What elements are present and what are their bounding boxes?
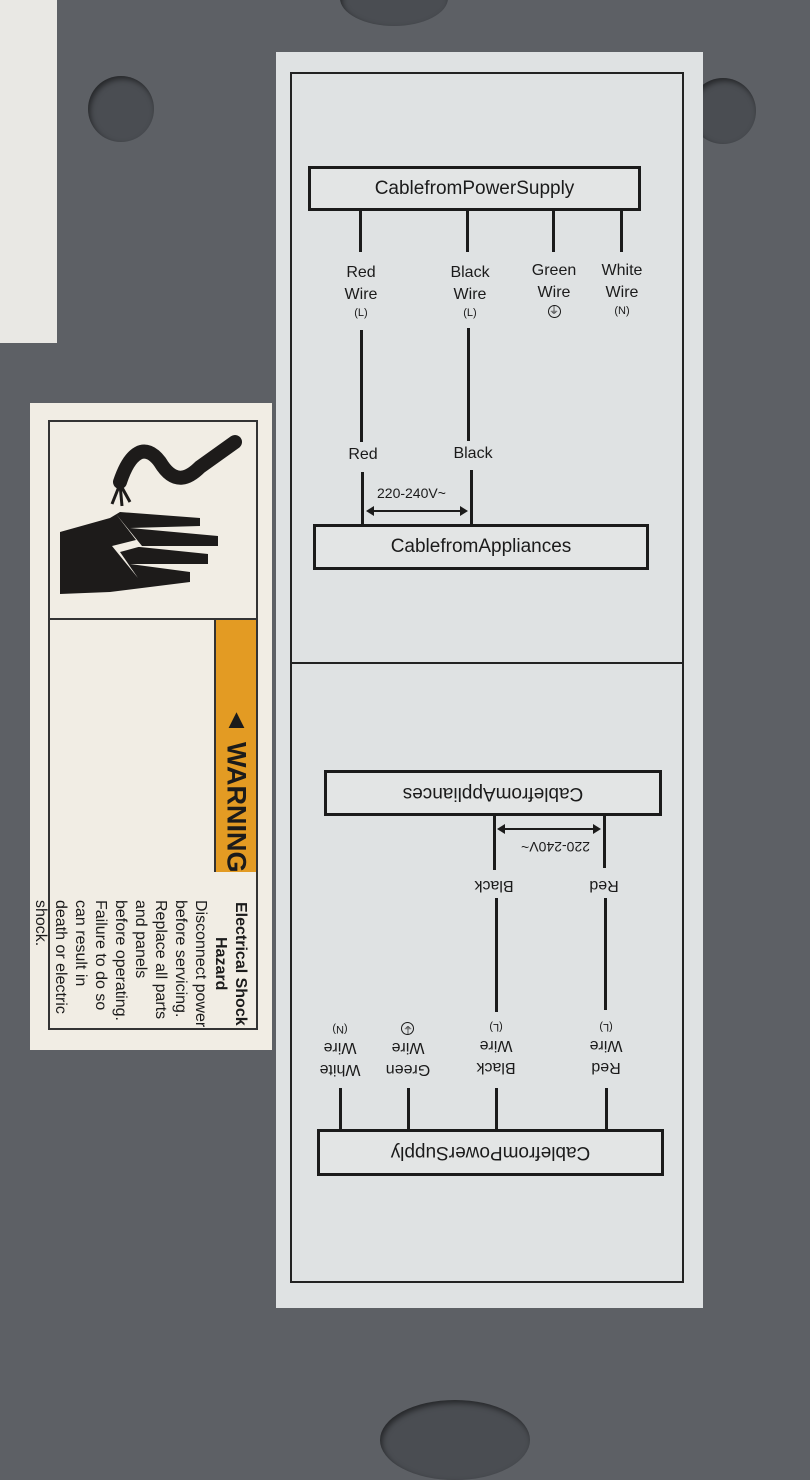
- red-wire: [605, 1088, 608, 1130]
- screw-hole: [88, 76, 154, 142]
- red-wire: [603, 812, 606, 868]
- black-wire: [467, 328, 470, 441]
- paper-strip: [0, 0, 57, 343]
- appliance-wire-black: Black: [453, 445, 493, 462]
- warning-triangle-icon: ▲: [221, 704, 252, 742]
- double-arrow-icon: [366, 506, 468, 516]
- appliance-wire-red: Red: [589, 877, 619, 894]
- white-wire: [620, 210, 623, 252]
- red-wire: [360, 330, 363, 442]
- screw-hole: [340, 0, 448, 26]
- voltage-label: 220-240V~: [377, 485, 446, 501]
- hazard-instructions: Disconnect power before servicing. Repla…: [32, 900, 209, 1028]
- double-arrow-icon: [499, 828, 599, 830]
- black-wire: [495, 898, 498, 1012]
- appliance-box: CablefromAppliances: [324, 770, 662, 816]
- ground-icon: ⏚: [547, 305, 561, 318]
- black-wire: [470, 470, 473, 528]
- black-wire: [493, 812, 496, 870]
- white-wire: [339, 1088, 342, 1130]
- black-wire: [466, 210, 469, 252]
- green-wire: [407, 1088, 410, 1130]
- label-border: [290, 72, 684, 1283]
- appliance-wire-black: Black: [474, 877, 514, 894]
- black-wire: [495, 1088, 498, 1130]
- appliance-wire-red: Red: [348, 446, 378, 463]
- warning-header: ▲ WARNING: [214, 620, 256, 873]
- red-wire: [359, 210, 362, 252]
- warning-body: Electrical Shock Hazard Disconnect power…: [32, 872, 256, 1028]
- wiring-label: [276, 52, 703, 1308]
- power-supply-box: CablefromPowerSupply: [317, 1129, 664, 1176]
- electric-shock-hand-icon: [50, 422, 256, 620]
- warning-signal-word: WARNING: [221, 741, 252, 873]
- red-wire: [604, 898, 607, 1010]
- ground-icon: ⏚: [401, 1022, 415, 1035]
- appliance-box: CablefromAppliances: [313, 524, 649, 570]
- warning-text-panel: ▲ WARNING Electrical Shock Hazard Discon…: [32, 620, 256, 1028]
- screw-hole: [380, 1400, 530, 1480]
- power-supply-box: CablefromPowerSupply: [308, 166, 641, 211]
- red-wire: [361, 472, 364, 528]
- hazard-title: Electrical Shock Hazard: [212, 902, 249, 1026]
- voltage-label: 220-240V~: [521, 839, 590, 855]
- warning-border: [48, 420, 258, 1030]
- green-wire: [552, 210, 555, 252]
- divider: [292, 662, 684, 664]
